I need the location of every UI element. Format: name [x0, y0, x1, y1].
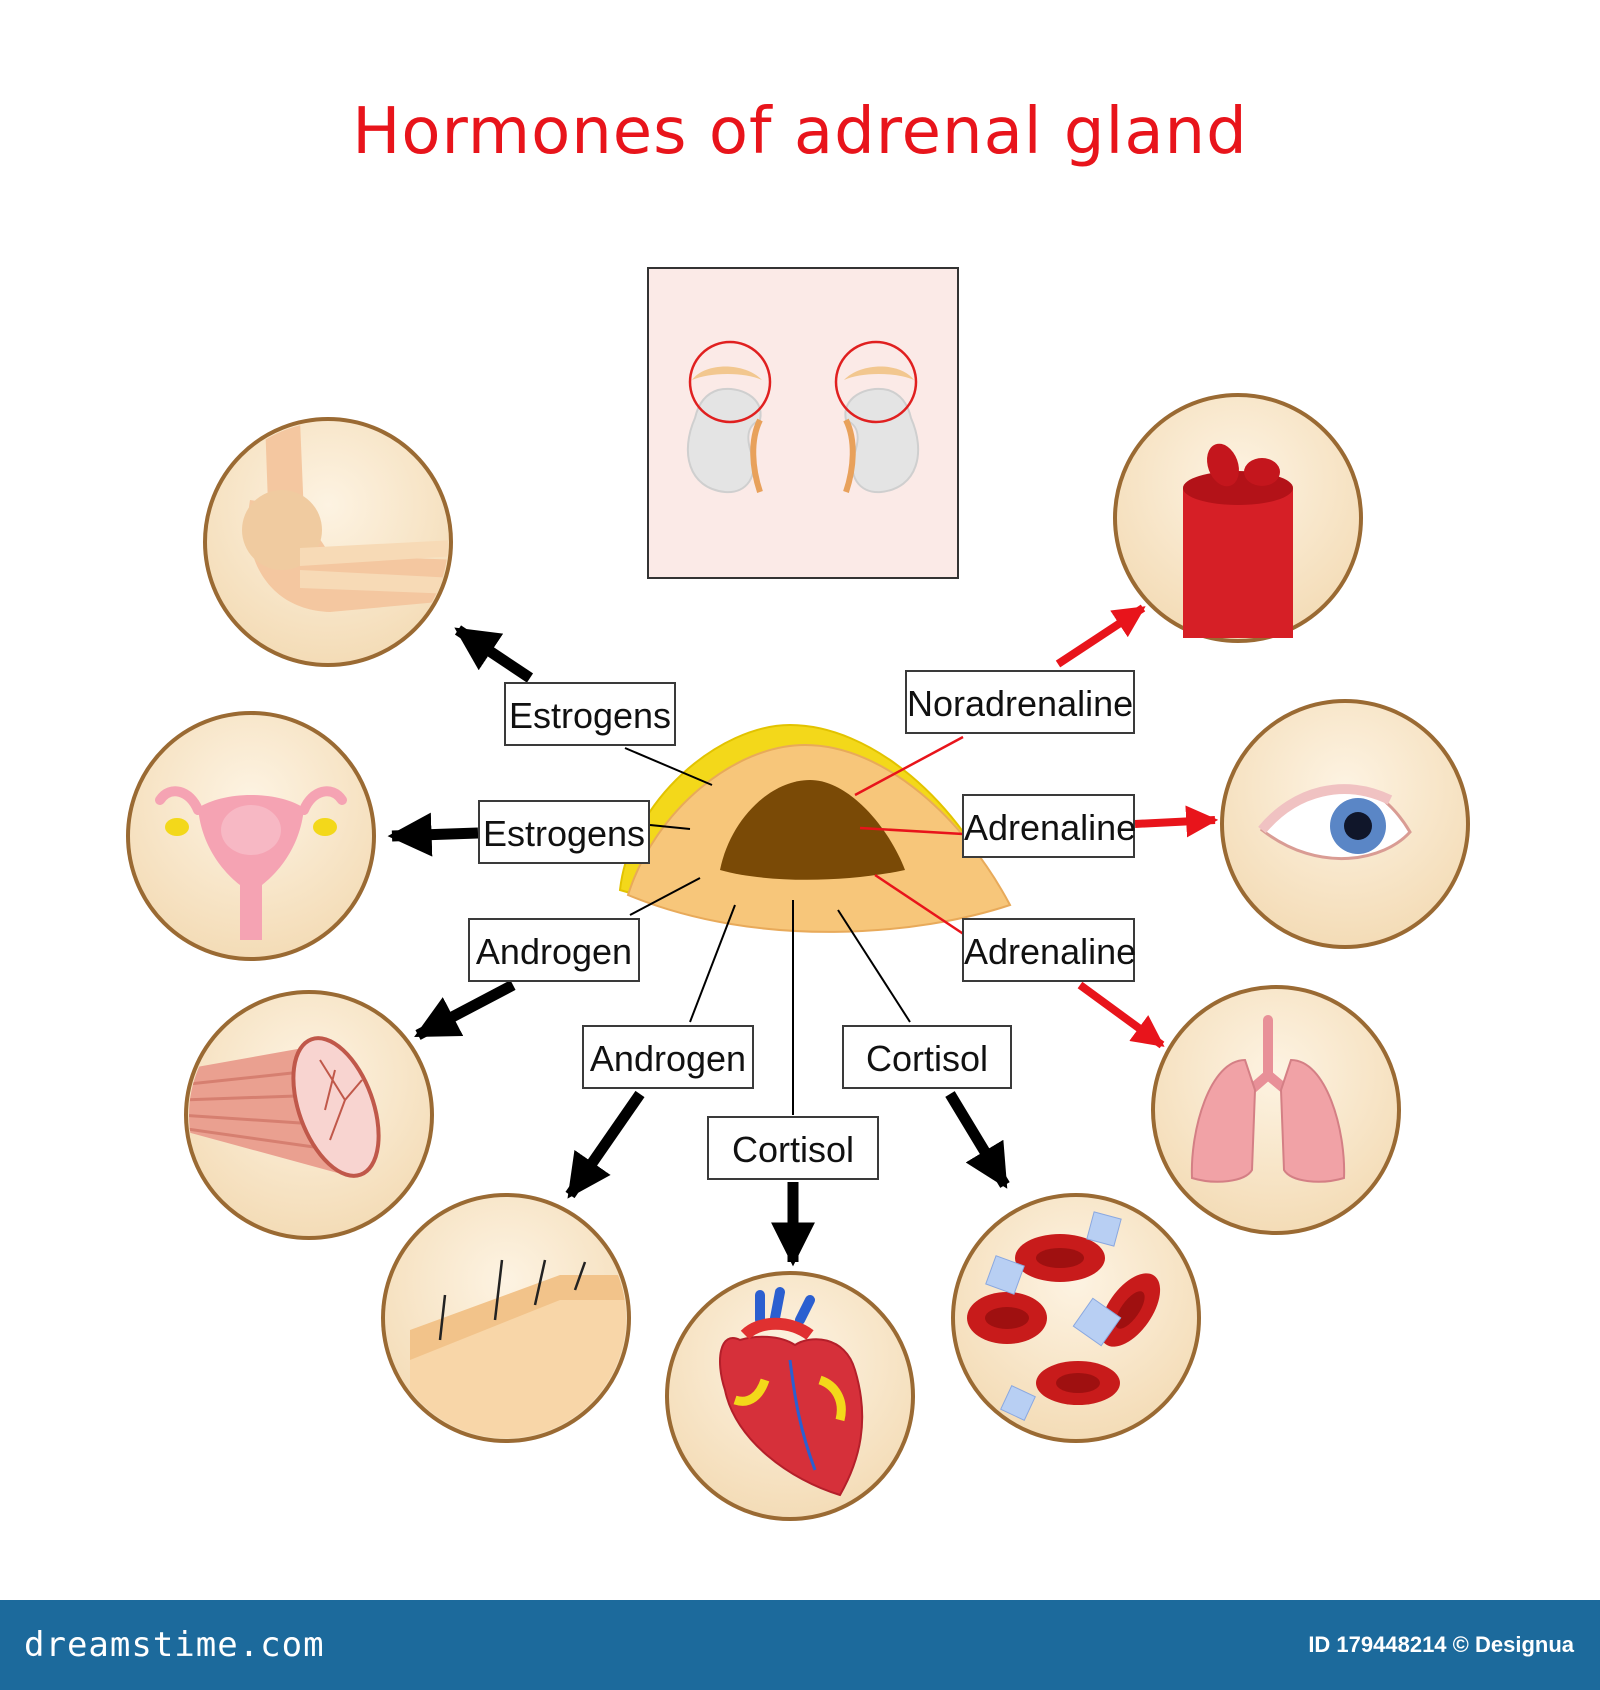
right-kidney — [834, 340, 920, 494]
label-androgen-skin: Androgen — [582, 1025, 754, 1089]
label-noradrenaline: Noradrenaline — [905, 670, 1135, 734]
label-adrenaline-lungs: Adrenaline — [962, 918, 1136, 982]
brand-logo[interactable]: dreamstime.com — [24, 1625, 325, 1665]
footer-bar: dreamstime.com ID 179448214 © Designua — [0, 1600, 1600, 1690]
label-androgen-muscle: Androgen — [468, 918, 640, 982]
label-estrogens-bone: Estrogens — [504, 682, 676, 746]
arrow-estrogens-uterus — [387, 812, 479, 857]
arrow-adrenaline-lungs — [1077, 981, 1165, 1049]
red-blood-cells-icon — [951, 1193, 1201, 1443]
leader-lines — [624, 747, 911, 1115]
skin-hair-icon — [381, 1193, 631, 1443]
label-cortisol-heart: Cortisol — [707, 1116, 879, 1180]
kidneys-icon — [647, 267, 959, 579]
page-title: Hormones of adrenal gland — [352, 95, 1248, 169]
arrow-androgen-skin — [565, 1090, 645, 1199]
diagram-canvas — [126, 267, 1470, 1521]
red-leader-lines — [854, 735, 966, 937]
arrow-androgen-muscle — [414, 980, 516, 1040]
arrow-noradrenaline — [1055, 604, 1146, 668]
lungs-icon — [1151, 985, 1401, 1235]
image-credit: ID 179448214 © Designua — [1308, 1632, 1574, 1657]
label-cortisol-blood: Cortisol — [842, 1025, 1012, 1089]
label-adrenaline-eye: Adrenaline — [962, 794, 1136, 858]
arrow-cortisol-blood — [945, 1091, 1010, 1189]
label-estrogens-uterus: Estrogens — [478, 800, 650, 864]
adrenal-gland-icon — [618, 723, 1012, 933]
elbow-joint-icon — [203, 417, 453, 667]
arrow-estrogens-bone — [454, 625, 534, 683]
uterus-icon — [126, 711, 376, 961]
arrow-adrenaline-eye — [1134, 805, 1219, 838]
blood-vessel-icon — [1113, 393, 1363, 643]
diagram: Hormones of adrenal gland Estrogens Estr… — [126, 95, 1470, 1521]
eye-icon — [1220, 699, 1470, 949]
muscle-fiber-icon — [184, 990, 434, 1240]
heart-icon — [665, 1271, 915, 1521]
left-kidney — [686, 340, 772, 494]
